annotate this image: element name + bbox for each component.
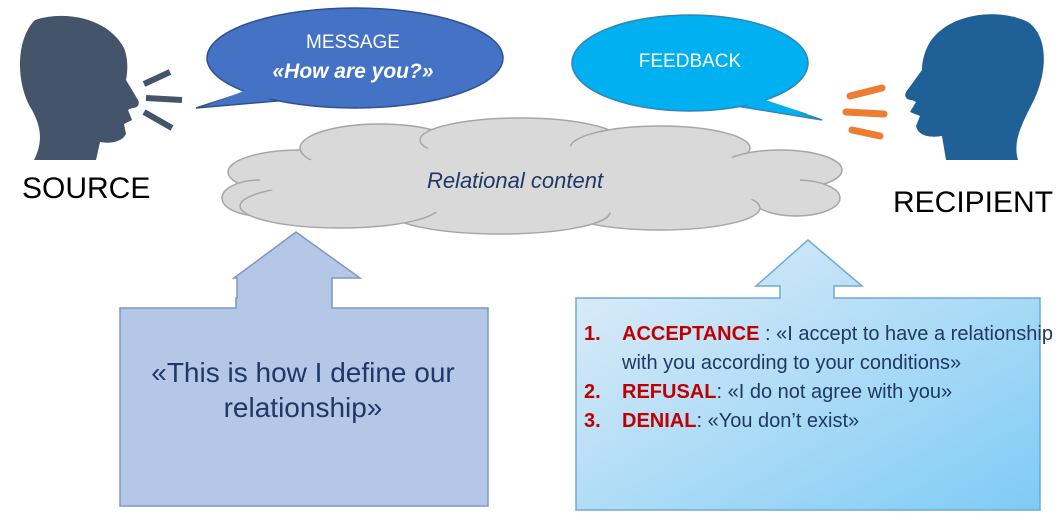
response-keyword: DENIAL: [622, 410, 697, 432]
source-sound-waves-icon: [142, 69, 183, 131]
cloud-text: Relational content: [426, 168, 604, 193]
response-item: 1. ACCEPTANCE : «I accept to have a relat…: [584, 320, 1054, 378]
response-keyword: REFUSAL: [622, 381, 717, 403]
response-number: 1.: [584, 323, 601, 345]
source-label: SOURCE: [22, 172, 151, 205]
response-keyword: ACCEPTANCE: [622, 323, 760, 345]
message-bubble-shape: [195, 7, 504, 109]
response-item: 2. REFUSAL: «I do not agree with you»: [584, 378, 1054, 407]
response-separator: :: [759, 323, 777, 345]
response-number: 2.: [584, 381, 601, 403]
response-text: «I do not agree with you»: [727, 381, 953, 403]
responses-callout-box: [575, 239, 1041, 511]
response-text: «I accept to have a relationship with yo…: [622, 323, 1053, 374]
response-number: 3.: [584, 410, 601, 432]
recipient-sound-waves-icon: [842, 84, 888, 140]
response-text: «You don’t exist»: [707, 410, 860, 432]
recipient-label: RECIPIENT: [893, 186, 1054, 219]
feedback-bubble-shape: [571, 14, 823, 121]
definition-text: «This is how I define our relationship»: [151, 357, 455, 423]
response-separator: :: [696, 410, 708, 432]
message-text: «How are you?»: [272, 60, 434, 83]
responses-list: 1. ACCEPTANCE : «I accept to have a relat…: [584, 320, 1054, 436]
relational-content-cloud: [221, 117, 843, 235]
source-head-icon: [19, 15, 139, 160]
recipient-head-icon: [905, 14, 1044, 160]
feedback-title: FEEDBACK: [638, 51, 742, 72]
response-item: 3. DENIAL: «You don’t exist»: [584, 407, 1054, 436]
definition-callout-box: [119, 231, 489, 507]
message-title: MESSAGE: [306, 32, 400, 53]
response-separator: :: [716, 381, 728, 403]
